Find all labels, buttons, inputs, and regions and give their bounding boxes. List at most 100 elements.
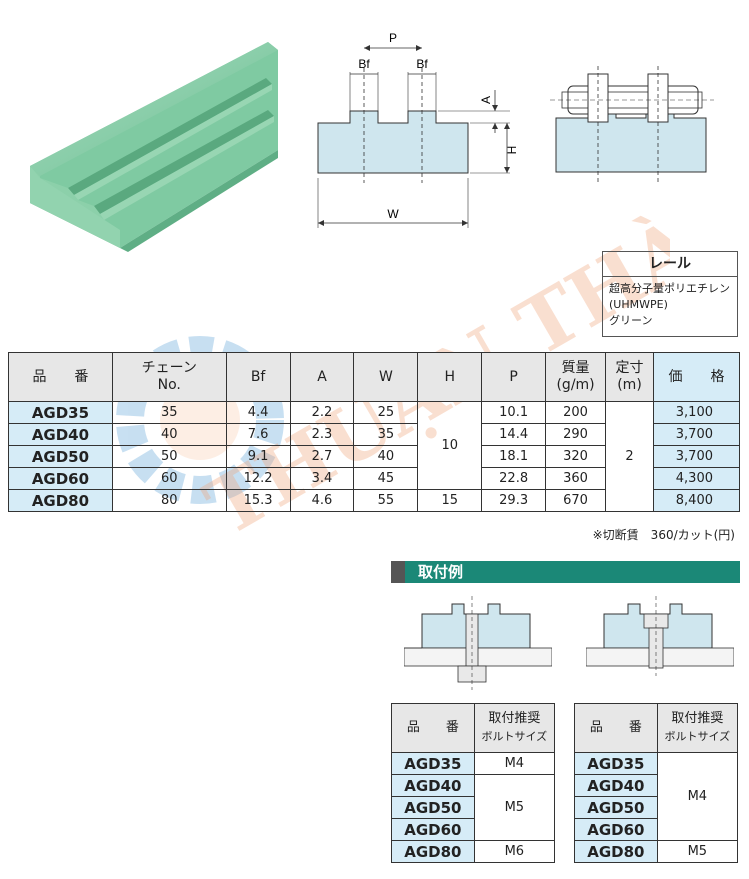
bolt-cell: M5 <box>656 840 739 863</box>
table-row: AGD80 80 15.3 4.6 55 15 29.3 670 8,400 <box>8 489 741 512</box>
cutting-fee-note: ※切断賃 360/カット(円) <box>592 528 735 542</box>
mounting-example-left <box>404 596 552 690</box>
table-row: AGD80 M5 <box>574 840 739 863</box>
table-row: AGD60 <box>574 818 738 841</box>
part-cell: AGD60 <box>8 467 113 490</box>
table-row: AGD35 M4 <box>574 752 739 841</box>
a-cell: 2.3 <box>289 423 355 446</box>
table-row: AGD50 <box>574 796 738 819</box>
mounting-example-right <box>586 596 734 676</box>
part-cell: AGD50 <box>574 796 658 819</box>
part-cell: AGD35 <box>391 752 475 775</box>
p-cell: 14.4 <box>481 423 547 446</box>
p-cell: 18.1 <box>481 445 547 468</box>
part-cell: AGD80 <box>391 840 475 863</box>
header-mass: 質量(g/m) <box>545 352 607 402</box>
rail-profile <box>317 110 469 174</box>
legend-line: 超高分子量ポリエチレン <box>609 282 730 295</box>
part-cell: AGD50 <box>8 445 113 468</box>
bolt-cell: M4 <box>473 752 556 775</box>
w-cell: 45 <box>353 467 419 490</box>
header-bolt-size: 取付推奨ボルトサイズ <box>473 703 556 753</box>
p-cell: 22.8 <box>481 467 547 490</box>
header-bf: Bf <box>225 352 291 402</box>
table-row: AGD50 50 9.1 2.7 40 18.1 320 3,700 <box>8 445 741 468</box>
bf-cell: 7.6 <box>225 423 291 446</box>
part-cell: AGD60 <box>574 818 658 841</box>
label-h: H <box>505 146 519 155</box>
w-cell: 40 <box>353 445 419 468</box>
bolt-cell-group: M5 <box>473 774 556 841</box>
mass-cell: 200 <box>545 401 607 424</box>
chain-cell: 40 <box>111 423 227 446</box>
section-title: 取付例 <box>418 563 464 581</box>
table-row: AGD60 60 12.2 3.4 45 22.8 360 4,300 <box>8 467 741 490</box>
part-cell: AGD80 <box>8 489 113 512</box>
mounting-table-right: 品 番 取付推奨ボルトサイズ AGD35 M4 AGD40 AGD50 AGD6… <box>574 703 739 863</box>
bf-cell: 15.3 <box>225 489 291 512</box>
bf-cell: 4.4 <box>225 401 291 424</box>
part-cell: AGD35 <box>574 752 658 775</box>
header-p: P <box>481 352 547 402</box>
cross-section-diagram: P Bf Bf A H W <box>317 31 519 228</box>
table-row: AGD40 <box>574 774 738 797</box>
chain-cell: 80 <box>111 489 227 512</box>
part-cell: AGD60 <box>391 818 475 841</box>
mass-cell: 360 <box>545 467 607 490</box>
price-cell: 8,400 <box>652 489 741 512</box>
legend-title: レール <box>603 252 737 277</box>
p-cell: 29.3 <box>481 489 547 512</box>
product-photo <box>30 42 278 252</box>
header-h: H <box>417 352 483 402</box>
price-cell: 3,100 <box>652 401 741 424</box>
header-price: 価 格 <box>652 352 741 402</box>
a-cell: 3.4 <box>289 467 355 490</box>
section-header-mounting: 取付例 <box>391 561 740 583</box>
price-cell: 3,700 <box>652 423 741 446</box>
w-cell: 55 <box>353 489 419 512</box>
label-a: A <box>479 96 493 104</box>
section-marker <box>391 561 405 583</box>
table-row: AGD35 35 4.4 2.2 25 10 10.1 200 2 3,100 <box>8 401 741 512</box>
part-cell: AGD40 <box>574 774 658 797</box>
mass-cell: 290 <box>545 423 607 446</box>
part-cell: AGD50 <box>391 796 475 819</box>
bolt-cell: M6 <box>473 840 556 863</box>
material-legend: レール 超高分子量ポリエチレン (UHMWPE) グリーン <box>602 251 738 337</box>
part-cell: AGD35 <box>8 401 113 424</box>
legend-line: グリーン <box>609 314 653 327</box>
header-part: 品 番 <box>574 703 658 753</box>
table-row: AGD80 M6 <box>391 840 556 863</box>
header-bolt-size: 取付推奨ボルトサイズ <box>656 703 739 753</box>
label-bf-right: Bf <box>416 57 428 71</box>
bf-cell: 12.2 <box>225 467 291 490</box>
chain-cell: 60 <box>111 467 227 490</box>
label-w: W <box>387 207 399 221</box>
w-cell: 35 <box>353 423 419 446</box>
a-cell: 4.6 <box>289 489 355 512</box>
header-part: 品 番 <box>391 703 475 753</box>
h-cell: 15 <box>417 489 483 512</box>
table-row: AGD35 M4 <box>391 752 556 775</box>
w-cell: 25 <box>353 401 419 424</box>
h-cell-group: 10 <box>417 401 483 490</box>
header-length: 定寸(m) <box>605 352 654 402</box>
part-cell: AGD40 <box>8 423 113 446</box>
chain-on-rail-diagram <box>550 66 714 184</box>
chain-cell: 50 <box>111 445 227 468</box>
price-cell: 3,700 <box>652 445 741 468</box>
legend-line: (UHMWPE) <box>609 298 668 311</box>
table-row: AGD60 <box>391 818 555 841</box>
mass-cell: 320 <box>545 445 607 468</box>
part-cell: AGD80 <box>574 840 658 863</box>
label-p: P <box>389 31 397 45</box>
price-cell: 4,300 <box>652 467 741 490</box>
table-row: AGD40 M5 <box>391 774 556 841</box>
header-w: W <box>353 352 419 402</box>
length-cell-group: 2 <box>605 401 654 512</box>
p-cell: 10.1 <box>481 401 547 424</box>
a-cell: 2.2 <box>289 401 355 424</box>
part-cell: AGD40 <box>391 774 475 797</box>
